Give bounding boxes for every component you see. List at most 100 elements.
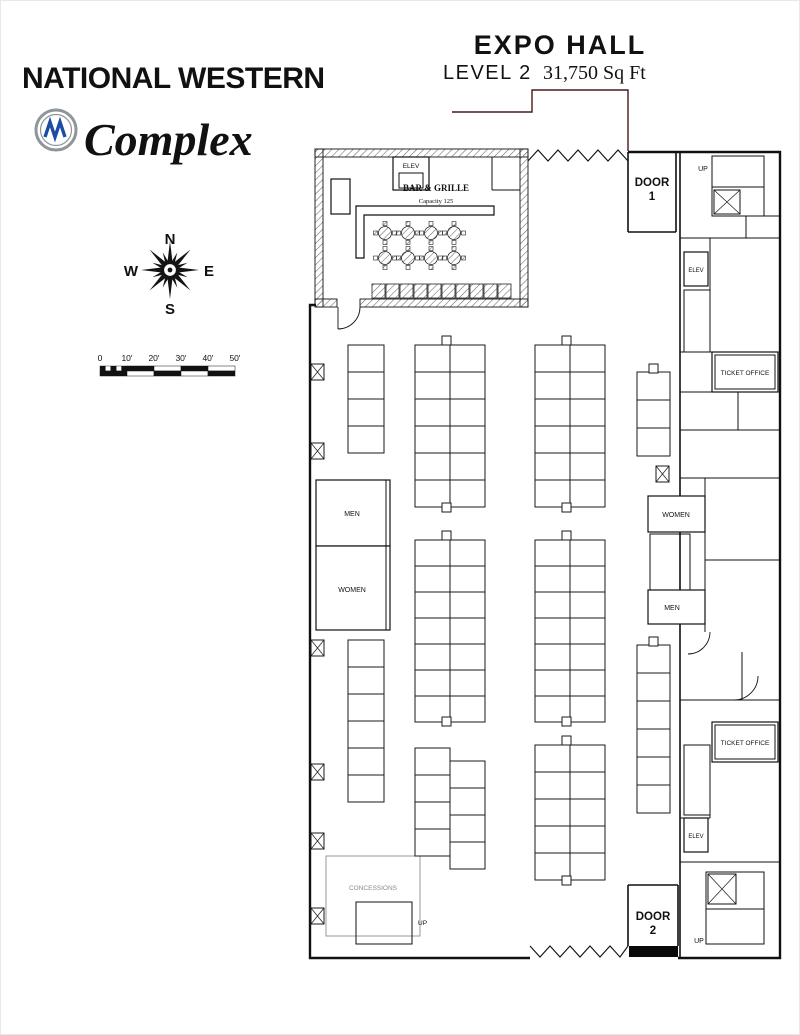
booth [569, 371, 606, 400]
booth [347, 666, 385, 695]
bar-grille-label: BAR & GRILLE [403, 183, 469, 193]
booth [414, 565, 451, 593]
page-title: EXPO HALL [474, 30, 647, 60]
stairs-top-right-landing [713, 189, 741, 215]
booth [636, 672, 671, 702]
wall-column-x [310, 832, 325, 850]
booth [534, 669, 571, 697]
booth [449, 398, 486, 427]
booth [569, 565, 606, 593]
booth [569, 452, 606, 481]
square-table [455, 283, 470, 299]
accordion-door-bottom [529, 945, 629, 958]
bar-capacity-label: Capacity 125 [419, 198, 453, 205]
booth [414, 747, 451, 776]
wall-column-x [310, 442, 325, 460]
booth [569, 771, 606, 800]
logo: NATIONAL WESTERN Complex [22, 62, 325, 165]
square-table [441, 283, 456, 299]
bar-wall-left [314, 148, 324, 308]
chair [451, 240, 457, 245]
booth [414, 398, 451, 427]
chair [405, 221, 411, 226]
booth [414, 669, 451, 697]
bar-wall-bottom-a [314, 298, 338, 308]
booth [414, 425, 451, 454]
chair [405, 265, 411, 270]
men-room-left [315, 479, 391, 547]
scale-label: 10' [121, 353, 132, 363]
chair [392, 230, 397, 236]
bar-door-swing [337, 306, 361, 330]
booth [449, 479, 486, 508]
men-right-label: MEN [664, 605, 680, 612]
booth-grid [347, 344, 671, 881]
chair [451, 221, 457, 226]
square-table [469, 283, 484, 299]
men-room-right [647, 589, 706, 625]
chair [396, 255, 401, 261]
chair [419, 255, 424, 261]
column-marker [561, 335, 572, 346]
ticket-office-lower-inner [714, 724, 776, 760]
scale-segment [110, 365, 117, 372]
booth [347, 720, 385, 749]
booth [636, 399, 671, 429]
bar-elev-label: ELEV [403, 163, 420, 170]
booth [347, 398, 385, 427]
scale-segment [180, 370, 209, 377]
scale-segment [207, 370, 236, 377]
chair [438, 255, 443, 261]
booth [414, 617, 451, 645]
wall-column-x [310, 763, 325, 781]
right-wing: UP ELEV TICKET OFFICE WOMEN MEN TICKET O… [647, 155, 780, 945]
booth [534, 344, 571, 373]
women-right-label: WOMEN [662, 512, 690, 519]
booth [569, 669, 606, 697]
booth [414, 643, 451, 671]
right-wing-partitions [680, 215, 780, 863]
concessions-label: CONCESSIONS [349, 885, 398, 892]
booth [569, 539, 606, 567]
booth [534, 425, 571, 454]
chair [442, 255, 447, 261]
scale-segment [126, 370, 155, 377]
booth [569, 643, 606, 671]
column-marker [441, 335, 452, 346]
wall-column-markers [310, 363, 670, 925]
square-table [371, 283, 386, 299]
booth [414, 591, 451, 619]
chair [382, 265, 388, 270]
dining-table [447, 251, 461, 265]
elev-right-lower-label: ELEV [688, 834, 703, 840]
booth [569, 617, 606, 645]
door2-label-line2: 2 [650, 925, 656, 937]
area-label: 31,750 Sq Ft [543, 62, 646, 84]
chair [415, 230, 420, 236]
scale-label: 30' [175, 353, 186, 363]
booth [636, 427, 671, 457]
compass-east-label: E [204, 263, 214, 280]
booth [534, 591, 571, 619]
chair [415, 255, 420, 261]
logo-name-text: NATIONAL WESTERN [22, 62, 325, 95]
booth [569, 798, 606, 827]
booth [414, 828, 451, 857]
left-rooms: MEN WOMEN CONCESSIONS UP [315, 479, 427, 945]
bar-closet-wall [491, 157, 520, 191]
booth [569, 852, 606, 881]
wall-column-x [655, 465, 670, 483]
stairs-bottom-right [705, 871, 765, 945]
booth [449, 452, 486, 481]
stairs-bottom-right-landing [707, 873, 737, 905]
chair [382, 240, 388, 245]
up-label-bottom-right: UP [694, 938, 704, 945]
booth [449, 344, 486, 373]
wall-column-x [310, 363, 325, 381]
door1-vestibule: DOOR 1 [627, 152, 677, 233]
booth [347, 693, 385, 722]
door2-label-line1: DOOR [636, 911, 671, 923]
scale-label: 20' [148, 353, 159, 363]
booth [449, 371, 486, 400]
scale-segment [99, 370, 128, 377]
